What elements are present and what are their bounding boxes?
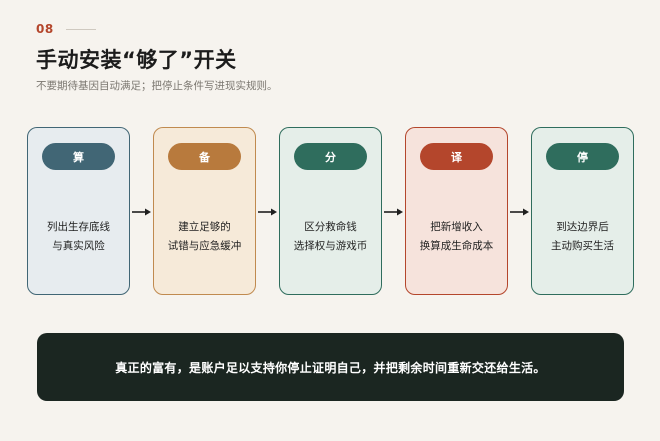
- step-line: 到达边界后: [556, 221, 609, 233]
- header: 08 手动安装“够了”开关 不要期待基因自动满足；把停止条件写进现实规则。: [36, 22, 278, 93]
- step-tag: 算: [42, 143, 115, 170]
- page-subtitle: 不要期待基因自动满足；把停止条件写进现实规则。: [36, 80, 278, 92]
- step-tag: 停: [546, 143, 619, 170]
- step-card-2: 备 建立足够的 试错与应急缓冲: [153, 127, 256, 295]
- step-line: 把新增收入: [430, 221, 483, 233]
- step-line: 试错与应急缓冲: [167, 240, 242, 252]
- summary-text: 真正的富有，是账户足以支持你停止证明自己，并把剩余时间重新交还给生活。: [115, 360, 546, 375]
- step-line: 主动购买生活: [551, 240, 614, 252]
- section-number: 08: [36, 22, 54, 36]
- process-flow: 算 列出生存底线 与真实风险 备 建立足够的 试错与应急缓冲 分 区分救命钱 选…: [27, 127, 635, 295]
- step-line: 区分救命钱: [304, 221, 357, 233]
- step-description: 到达边界后 主动购买生活: [532, 218, 633, 256]
- step-tag: 备: [168, 143, 241, 170]
- page-title: 手动安装“够了”开关: [36, 48, 237, 72]
- step-tag: 译: [420, 143, 493, 170]
- step-line: 选择权与游戏币: [293, 240, 368, 252]
- step-line: 建立足够的: [178, 221, 231, 233]
- summary-banner: 真正的富有，是账户足以支持你停止证明自己，并把剩余时间重新交还给生活。: [37, 333, 624, 401]
- step-card-4: 译 把新增收入 换算成生命成本: [405, 127, 508, 295]
- step-description: 把新增收入 换算成生命成本: [406, 218, 507, 256]
- arrow-right-icon: [384, 208, 403, 216]
- arrow-right-icon: [258, 208, 277, 216]
- step-line: 列出生存底线: [47, 221, 110, 233]
- step-line: 与真实风险: [52, 240, 105, 252]
- step-card-5: 停 到达边界后 主动购买生活: [531, 127, 634, 295]
- step-card-1: 算 列出生存底线 与真实风险: [27, 127, 130, 295]
- arrow-right-icon: [510, 208, 529, 216]
- step-tag: 分: [294, 143, 367, 170]
- section-marker: 08: [36, 22, 278, 36]
- step-card-3: 分 区分救命钱 选择权与游戏币: [279, 127, 382, 295]
- step-line: 换算成生命成本: [419, 240, 494, 252]
- section-divider: [65, 28, 96, 30]
- step-description: 列出生存底线 与真实风险: [28, 218, 129, 256]
- step-description: 建立足够的 试错与应急缓冲: [154, 218, 255, 256]
- step-description: 区分救命钱 选择权与游戏币: [280, 218, 381, 256]
- arrow-right-icon: [132, 208, 151, 216]
